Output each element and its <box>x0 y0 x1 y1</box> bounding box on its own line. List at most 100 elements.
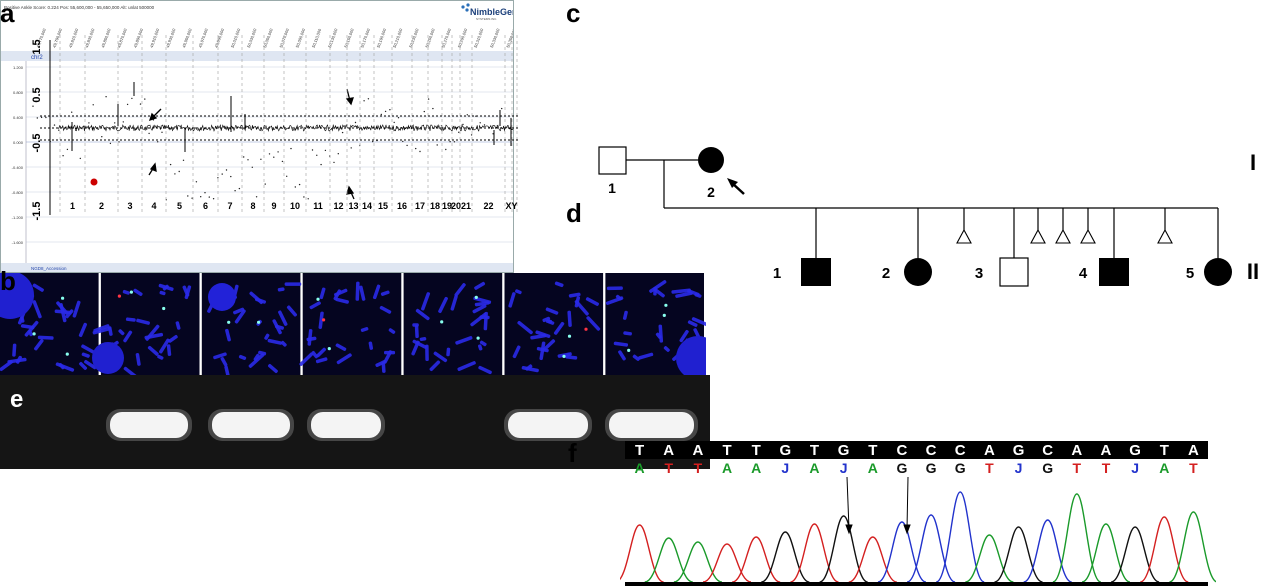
probe-point <box>320 163 322 166</box>
gel-band <box>307 409 385 441</box>
probe-point <box>324 149 327 152</box>
pedigree-II-5-female-affected <box>1204 258 1232 286</box>
probe-point <box>406 144 408 147</box>
bottom-base-letter: G <box>955 460 966 476</box>
top-base-letter: A <box>1188 442 1199 459</box>
probe-point <box>427 98 430 100</box>
x-tick-label: 50,110,000 <box>311 27 323 48</box>
probe-point <box>92 104 94 106</box>
probe-point <box>238 187 241 190</box>
probe-point <box>384 110 387 113</box>
x-tick-label: 49,830,000 <box>84 27 96 48</box>
interphase-nucleus <box>0 271 34 319</box>
y-tick-label: -1.5 <box>31 202 43 221</box>
probe-point <box>114 122 116 124</box>
y-tick-label: -0.400 <box>12 165 24 170</box>
probe-point <box>122 121 125 123</box>
probe-point <box>221 173 223 175</box>
probe-point <box>243 156 245 158</box>
x-tick-label: 49,910,000 <box>149 27 161 48</box>
trace-peak <box>1139 516 1189 583</box>
chromosome-label: X <box>505 201 511 211</box>
deletion-highlight-dot <box>90 178 98 186</box>
pedigree-II-4-male-affected <box>1099 258 1129 286</box>
y-tick-label: 0.400 <box>13 115 24 120</box>
y-tick-label: -0.5 <box>31 134 43 153</box>
fish-image-strip <box>0 271 720 382</box>
fish-signal-dot <box>61 296 65 300</box>
chromosome-label: 18 <box>430 201 440 211</box>
chromosome-label: 1 <box>70 201 75 211</box>
probe-point <box>462 123 464 126</box>
x-tick-label: 50,170,000 <box>359 27 371 48</box>
y-tick-label: 0.000 <box>13 140 24 145</box>
fish-signal-dot <box>327 347 331 351</box>
trace-peak <box>1169 511 1216 583</box>
probe-point <box>225 169 228 171</box>
fish-metaphase-image <box>504 273 604 375</box>
x-tick-label: 49,850,000 <box>100 27 112 48</box>
track-footer-bar <box>1 263 513 272</box>
probe-point <box>260 158 262 160</box>
x-tick-label: 50,010,000 <box>230 27 242 48</box>
probe-point <box>187 195 189 197</box>
pedigree-II-2-female-affected <box>904 258 932 286</box>
pedigree-II-2-label: 2 <box>882 265 890 282</box>
gel-band <box>504 409 592 441</box>
x-tick-label: 50,050,000 <box>262 27 274 48</box>
probe-point <box>131 97 133 100</box>
top-base-letter: T <box>868 442 877 459</box>
probe-point <box>255 196 258 198</box>
chromosome-label: 13 <box>348 201 358 211</box>
bottom-base-letter: A <box>809 460 819 476</box>
fish-signal-dot <box>316 297 320 301</box>
probe-point <box>105 96 107 98</box>
trace-peak <box>1081 523 1131 583</box>
pedigree-II-4-label: 4 <box>1079 265 1088 282</box>
probe-point <box>363 100 365 102</box>
chromosome-label: 3 <box>127 201 132 211</box>
probe-point <box>337 153 339 155</box>
zoom-header-text: Positive Ankle Score: 0.224 Pos: 55,600,… <box>4 5 155 10</box>
probe-point <box>268 153 271 155</box>
track-header-bar <box>1 51 513 61</box>
probe-point <box>445 148 447 151</box>
nimblegen-zoom-panel: Positive Ankle Score: 0.224 Pos: 55,600,… <box>0 0 518 273</box>
fish-signal-dot <box>440 320 444 324</box>
probe-point <box>182 159 185 161</box>
probe-points <box>32 96 503 201</box>
probe-point <box>436 144 438 146</box>
probe-point <box>393 121 395 124</box>
x-tick-label: 49,970,000 <box>197 27 209 48</box>
pedigree-II-1-male-affected <box>801 258 831 286</box>
mutation-arrows <box>845 476 911 535</box>
top-base-letter: T <box>635 442 644 459</box>
probe-point <box>354 121 357 124</box>
bottom-base-letter: G <box>926 460 937 476</box>
x-tick-label: 50,030,000 <box>246 27 258 48</box>
gel-band <box>208 409 294 441</box>
top-base-letter: G <box>779 442 791 459</box>
chromosome-label: 5 <box>177 201 182 211</box>
trace-peak <box>935 491 985 583</box>
probe-point <box>397 117 400 119</box>
fish-signal-dot <box>584 327 588 331</box>
chromosome-label: 9 <box>271 201 276 211</box>
probe-point <box>161 131 163 133</box>
probe-point <box>251 166 253 168</box>
trace-peak <box>877 521 927 583</box>
trace-peak <box>620 524 664 583</box>
bottom-base-letter: J <box>781 460 789 476</box>
fish-signal-dot <box>162 306 166 311</box>
panel-label-c: c <box>566 0 581 28</box>
footer-label: NGD8_Accession <box>31 266 67 271</box>
x-tick-label: 50,330,000 <box>489 27 501 48</box>
top-base-letter: G <box>1129 442 1141 459</box>
probe-point <box>234 190 236 192</box>
probe-point <box>139 103 142 105</box>
pedigree-II-1-label: 1 <box>773 265 781 282</box>
probe-point <box>208 196 210 198</box>
probe-point <box>62 155 64 157</box>
